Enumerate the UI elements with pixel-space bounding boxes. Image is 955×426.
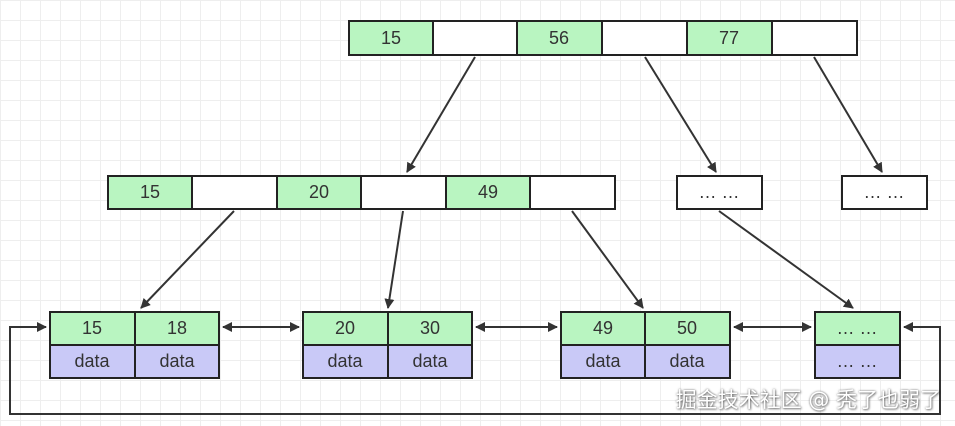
root-node: 15 56 77 xyxy=(348,20,858,56)
watermark-text: 掘金技术社区 @ 秃了也弱了 xyxy=(675,388,941,412)
leaf-key-label: 30 xyxy=(420,318,440,338)
internal-pointer-cell xyxy=(529,175,616,210)
placeholder-label: … … xyxy=(698,182,739,202)
tree-edge-arrow xyxy=(384,210,404,309)
internal-pointer-cell xyxy=(191,175,278,210)
leaf-data-label: data xyxy=(327,351,363,371)
internal-node: 15 20 49 xyxy=(107,175,616,210)
tree-edge-arrow xyxy=(571,210,644,309)
placeholder-cell xyxy=(676,175,763,210)
wraparound-link-arrow xyxy=(9,322,941,415)
leaf-key-label: 15 xyxy=(82,318,102,338)
leaf-data-cell xyxy=(644,344,731,379)
leaf-data-label: data xyxy=(669,351,705,371)
internal-node-placeholder: … … xyxy=(841,175,928,210)
leaf-node: 20 30 data data xyxy=(302,311,473,379)
tree-edge-arrow xyxy=(644,56,717,173)
leaf-key-label: … … xyxy=(836,318,877,338)
root-pointer-cell xyxy=(601,20,688,56)
leaf-data-cell xyxy=(814,344,901,379)
leaf-node: 49 50 data data xyxy=(560,311,731,379)
internal-pointer-cell xyxy=(360,175,447,210)
leaf-key-label: 18 xyxy=(167,318,187,338)
internal-key-label: 20 xyxy=(309,182,329,202)
leaf-data-label: data xyxy=(74,351,110,371)
placeholder-cell xyxy=(841,175,928,210)
leaf-data-cell xyxy=(387,344,473,379)
tree-edge-arrow xyxy=(406,56,476,173)
root-key-label: 15 xyxy=(381,28,401,48)
tree-edge-arrow xyxy=(813,56,883,173)
root-pointer-cell xyxy=(771,20,858,56)
leaf-data-label: … … xyxy=(836,351,877,371)
leaf-key-label: 50 xyxy=(677,318,697,338)
internal-key-cell xyxy=(276,175,362,210)
leaf-data-label: data xyxy=(412,351,448,371)
leaf-key-label: 20 xyxy=(335,318,355,338)
leaf-data-label: data xyxy=(159,351,195,371)
tree-edge-arrow xyxy=(718,210,854,309)
root-key-label: 77 xyxy=(719,28,739,48)
tree-edge-arrow xyxy=(140,210,235,309)
leaf-node: 15 18 data data xyxy=(49,311,220,379)
internal-key-label: 15 xyxy=(140,182,160,202)
root-key-cell xyxy=(516,20,603,56)
internal-key-cell xyxy=(445,175,531,210)
leaf-node-placeholder: … … … … xyxy=(814,311,901,379)
placeholder-label: … … xyxy=(863,182,904,202)
leaf-data-cell xyxy=(560,344,646,379)
leaf-data-label: data xyxy=(585,351,621,371)
root-key-cell xyxy=(348,20,434,56)
leaf-key-label: 49 xyxy=(593,318,613,338)
internal-key-label: 49 xyxy=(478,182,498,202)
root-key-label: 56 xyxy=(549,28,569,48)
leaf-data-cell xyxy=(134,344,220,379)
root-pointer-cell xyxy=(432,20,518,56)
internal-node-placeholder: … … xyxy=(676,175,763,210)
root-key-cell xyxy=(686,20,773,56)
